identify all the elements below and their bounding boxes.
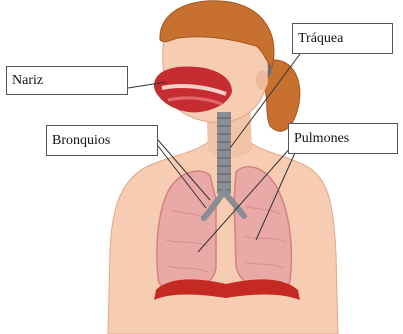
ear xyxy=(256,70,268,90)
label-pulmones: Pulmones xyxy=(288,123,398,154)
label-traquea: Tráquea xyxy=(292,23,393,54)
label-nariz: Nariz xyxy=(6,66,128,95)
label-bronquios: Bronquios xyxy=(46,125,158,156)
